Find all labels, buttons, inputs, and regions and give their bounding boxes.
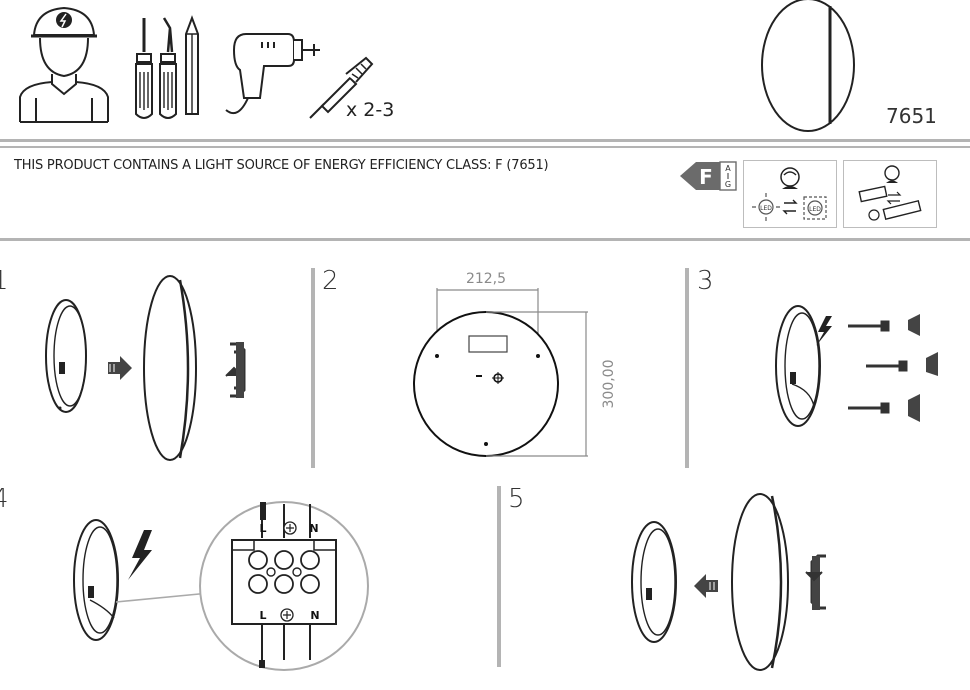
- svg-text:N: N: [310, 609, 319, 622]
- step-5-illustration: [631, 493, 826, 671]
- svg-text:300,00: 300,00: [601, 360, 617, 409]
- step-separator: [685, 268, 689, 468]
- step-number-2: 2: [322, 266, 339, 296]
- step-separator: [497, 486, 501, 667]
- energy-notice: THIS PRODUCT CONTAINS A LIGHT SOURCE OF …: [14, 158, 549, 173]
- step-number-1: 1: [0, 266, 9, 296]
- svg-text:LED: LED: [760, 205, 772, 212]
- svg-text:N: N: [309, 522, 318, 535]
- step-2-drawing: 212,5 300,00: [413, 271, 617, 457]
- top-divider: [0, 139, 970, 142]
- arrow-left-icon: [694, 574, 718, 598]
- driver-replaceable-box: [843, 160, 937, 228]
- step-number-3: 3: [697, 266, 714, 296]
- step-1-illustration: [45, 275, 246, 461]
- drill-icon: [225, 33, 320, 114]
- top-divider-thin: [0, 146, 970, 148]
- step-3-illustration: [775, 305, 938, 427]
- step-number-5: 5: [508, 484, 525, 514]
- svg-text:L: L: [259, 609, 266, 622]
- led-replaceable-box: LED LED: [743, 160, 837, 228]
- step-number-4: 4: [0, 484, 9, 514]
- energy-class-label: F A G: [680, 161, 737, 191]
- screw-icon: [848, 320, 890, 332]
- mounting-plate-circle: [413, 311, 559, 457]
- svg-text:LED: LED: [809, 206, 821, 213]
- quantity-label: x 2-3: [346, 99, 395, 121]
- screw-icon: [848, 402, 890, 414]
- product-silhouette: [761, 0, 855, 132]
- lightning-icon: [128, 530, 152, 580]
- step-separator: [311, 268, 315, 468]
- svg-text:L: L: [259, 522, 266, 535]
- mid-divider: [0, 238, 970, 241]
- svg-text:212,5: 212,5: [466, 271, 506, 287]
- arrow-right-icon: [108, 356, 132, 380]
- svg-text:F: F: [699, 165, 713, 189]
- screw-plug-icon: [309, 56, 374, 119]
- step-4-illustration: L N L N: [73, 501, 369, 671]
- lightning-icon: [816, 316, 832, 346]
- lamp-cover: [143, 275, 197, 461]
- svg-text:G: G: [725, 180, 731, 189]
- screwdrivers-icon: [135, 15, 199, 119]
- svg-text:A: A: [725, 164, 731, 173]
- screw-icon: [866, 360, 908, 372]
- electrician-icon: [19, 6, 109, 123]
- product-code: 7651: [886, 104, 937, 128]
- driver-replace-icon: [858, 165, 922, 221]
- led-replace-icon: LED LED: [752, 167, 827, 221]
